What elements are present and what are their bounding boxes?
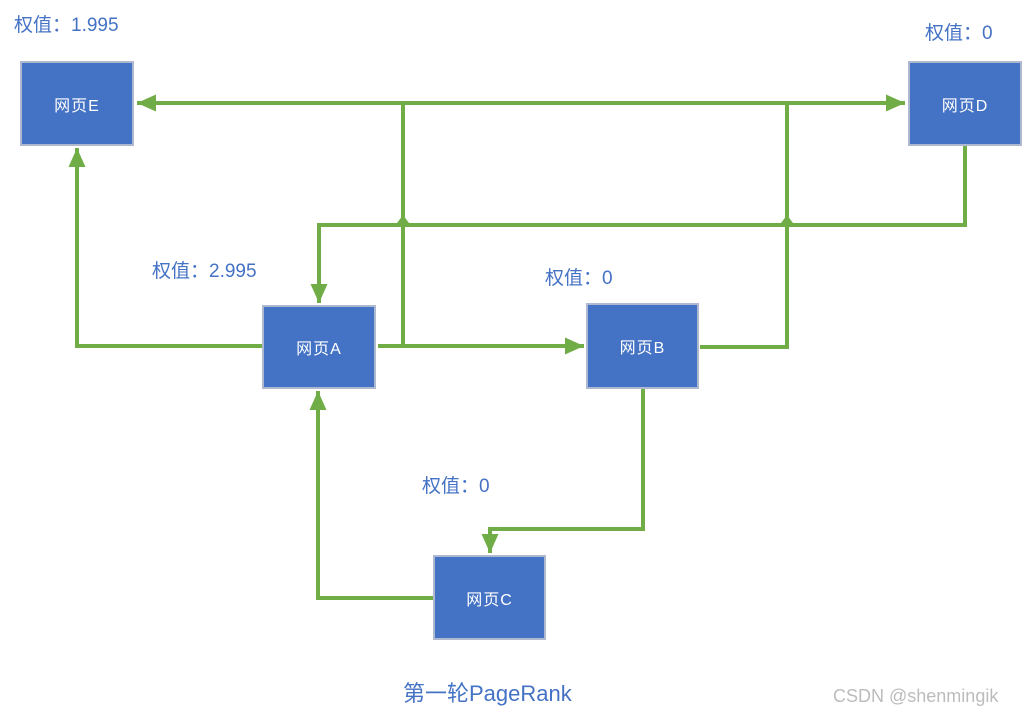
edge-top-connector-into-E-and-D-arrowhead <box>137 94 156 112</box>
node-webpage-D: 网页D <box>908 61 1022 146</box>
node-webpage-B: 网页B <box>586 303 699 389</box>
node-webpage-B-label: 网页B <box>619 340 666 357</box>
weight-label-E: 权值：1.995 <box>14 15 119 36</box>
weight-label-A: 权值：2.995 <box>152 261 257 282</box>
edge-branch-B-up-to-top-line <box>700 103 789 349</box>
edge-top-connector-into-E-and-D-arrowhead <box>886 94 905 112</box>
diagram-title: 第一轮PageRank <box>403 681 572 706</box>
edge-C-to-A-arrowhead <box>309 391 327 410</box>
edge-D-to-A <box>317 146 967 303</box>
node-webpage-C: 网页C <box>433 555 546 640</box>
node-webpage-E: 网页E <box>20 61 134 146</box>
edge-D-to-A-arrowhead <box>310 284 328 303</box>
edge-B-to-C-arrowhead <box>481 534 499 553</box>
node-webpage-A: 网页A <box>262 305 376 389</box>
weight-label-D: 权值：0 <box>925 23 993 44</box>
edge-A-to-B-arrowhead <box>565 337 584 355</box>
line-crossing-hop-0 <box>394 215 412 227</box>
node-webpage-E-label: 网页E <box>54 97 100 115</box>
node-webpage-A-label: 网页A <box>296 341 342 358</box>
weight-label-B: 权值：0 <box>545 268 613 289</box>
node-webpage-C-label: 网页C <box>466 591 513 609</box>
edge-C-to-A <box>316 391 434 600</box>
csdn-watermark: CSDN @shenmingik <box>833 686 999 706</box>
edge-A-to-E <box>75 148 263 348</box>
edge-A-to-E-arrowhead <box>68 148 86 167</box>
weight-label-C: 权值：0 <box>422 476 490 497</box>
edge-B-to-C <box>488 389 645 553</box>
line-crossing-hop-1 <box>778 215 796 227</box>
node-webpage-D-label: 网页D <box>941 97 989 115</box>
